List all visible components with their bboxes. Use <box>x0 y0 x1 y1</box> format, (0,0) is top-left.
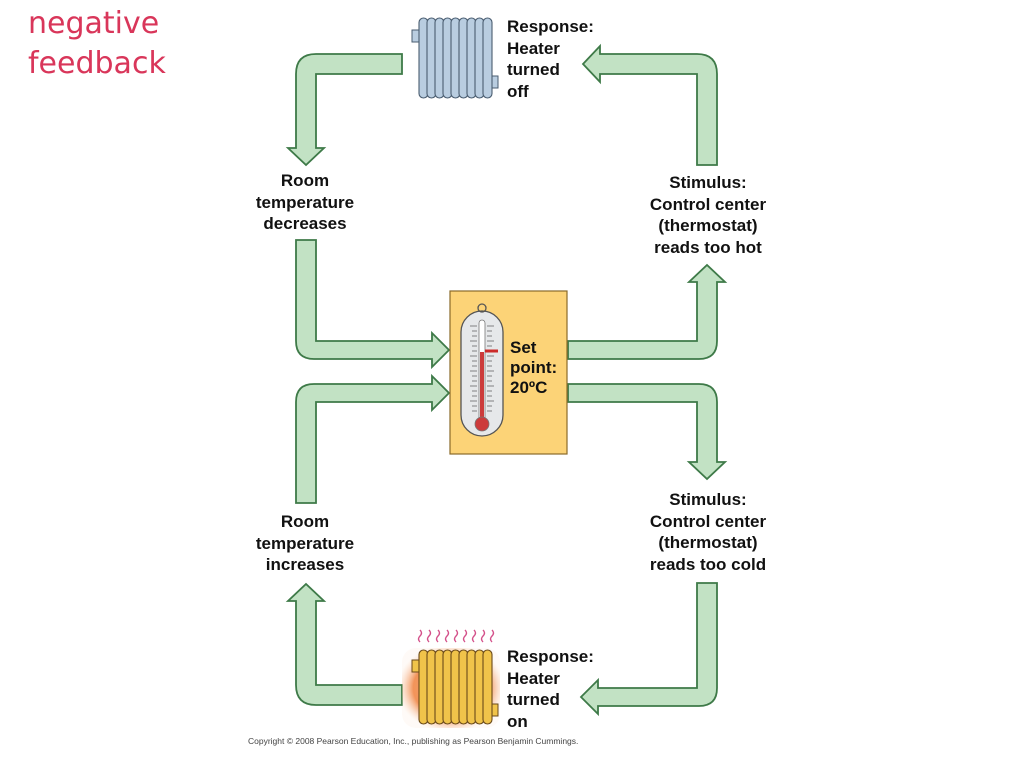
label-stimulus-too-hot: Stimulus: Control center (thermostat) re… <box>649 173 767 257</box>
radiator-hot-icon <box>402 648 500 728</box>
label-stimulus-too-cold: Stimulus: Control center (thermostat) re… <box>649 490 767 574</box>
arrow-room-increases-to-thermostat <box>295 373 451 504</box>
heat-waves-icon <box>417 629 495 643</box>
arrow-stimulus-hot-to-heater-off <box>581 43 718 166</box>
title-line-2: feedback <box>28 46 166 81</box>
label-set-point: Set point: 20ºC <box>510 338 558 397</box>
radiator-cold-icon <box>411 17 499 99</box>
arrow-room-decreases-to-thermostat <box>295 239 451 370</box>
page-title: negative feedback <box>28 4 166 84</box>
copyright-notice: Copyright © 2008 Pearson Education, Inc.… <box>248 736 579 746</box>
arrow-heater-on-to-room-increases <box>285 582 403 706</box>
arrow-thermostat-to-stimulus-hot <box>567 263 728 360</box>
title-line-1: negative <box>28 6 160 41</box>
arrow-thermostat-to-stimulus-cold <box>567 383 728 481</box>
label-room-temperature-decreases: Room temperature decreases <box>255 171 355 233</box>
label-room-temperature-increases: Room temperature increases <box>255 512 355 574</box>
arrow-stimulus-cold-to-heater-on <box>579 582 718 717</box>
label-response-heater-off: Response: Heater turned off <box>507 17 594 101</box>
thermometer-icon <box>460 303 504 437</box>
arrow-heater-off-to-room-decreases <box>285 53 403 167</box>
label-response-heater-on: Response: Heater turned on <box>507 647 594 731</box>
